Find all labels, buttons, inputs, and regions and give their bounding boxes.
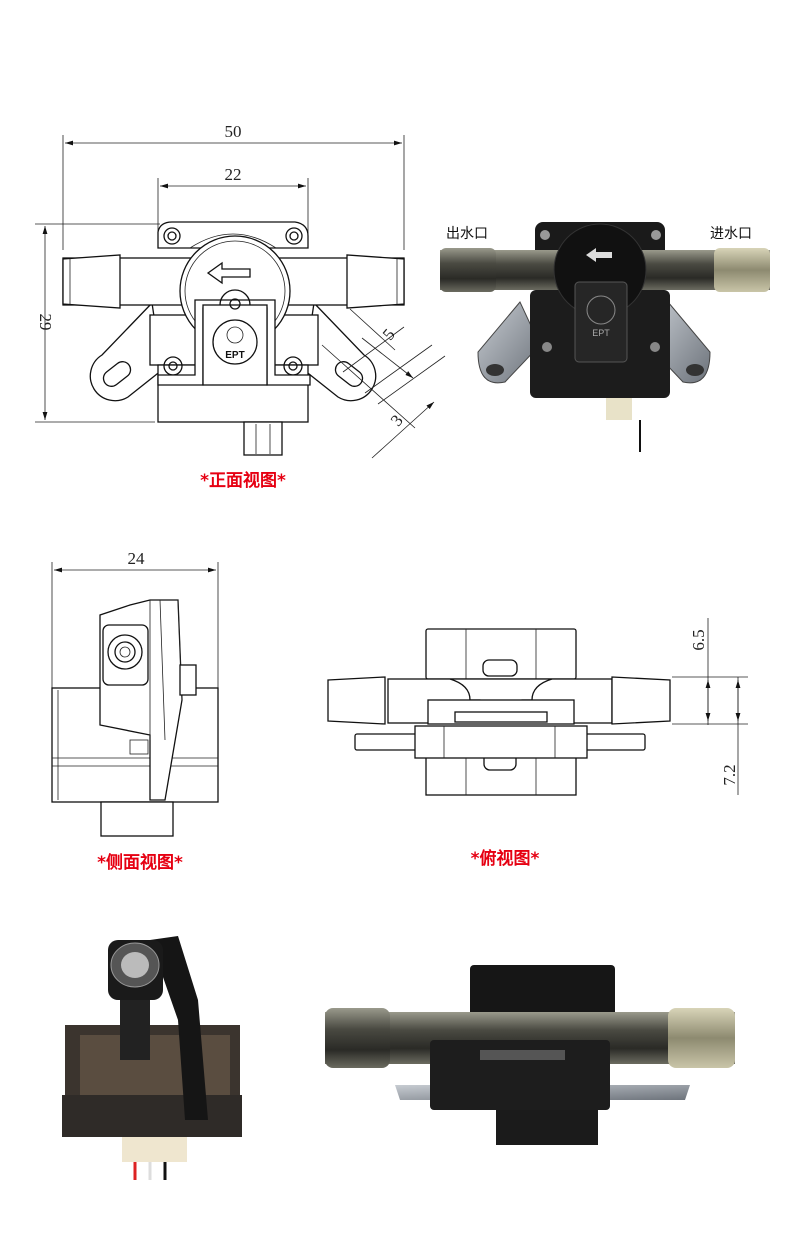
side-photo-connector <box>122 1137 187 1162</box>
connector <box>243 421 283 456</box>
dimension-50: 50 <box>225 122 242 141</box>
dimension-5: 5 <box>379 325 399 344</box>
top-port-left <box>327 676 386 725</box>
dimension-24: 24 <box>128 549 146 568</box>
dimension-7-2: 7.2 <box>720 764 739 785</box>
front-photo: 出水口 进水口 EPT <box>440 222 770 452</box>
dimension-3: 3 <box>387 411 407 430</box>
outlet-port <box>440 248 496 292</box>
caption-front-view: *正面视图* <box>200 470 286 491</box>
photo-logo-text: EPT <box>592 328 610 338</box>
top-port-right <box>611 676 671 725</box>
mounting-slot-right <box>334 361 364 387</box>
inlet-port <box>714 248 770 292</box>
top-view-drawing: 6.5 7.2 *俯视图* <box>327 618 748 869</box>
caption-side-view: *侧面视图* <box>97 852 183 873</box>
photo-connector <box>606 398 632 420</box>
upper-bracket <box>157 221 309 249</box>
side-port <box>107 634 143 670</box>
outlet-label: 出水口 <box>446 226 488 242</box>
logo-emblem <box>212 319 258 365</box>
caption-top-view: *俯视图* <box>471 848 540 869</box>
dimension-6-5: 6.5 <box>689 629 708 650</box>
dimension-22: 22 <box>225 165 242 184</box>
flow-arrow-icon <box>206 261 251 285</box>
mounting-wing-right <box>303 301 377 402</box>
side-photo <box>62 936 242 1180</box>
top-photo <box>325 965 735 1145</box>
side-connector <box>100 801 174 837</box>
mounting-wing-left <box>89 301 163 402</box>
logo-text: EPT <box>225 350 244 361</box>
mounting-slot-left <box>102 361 132 387</box>
front-view-drawing: 50 22 29 <box>35 122 446 491</box>
inlet-label: 进水口 <box>710 226 752 242</box>
dimension-29: 29 <box>36 314 55 331</box>
side-view-drawing: 24 *侧面视图* <box>51 549 219 873</box>
